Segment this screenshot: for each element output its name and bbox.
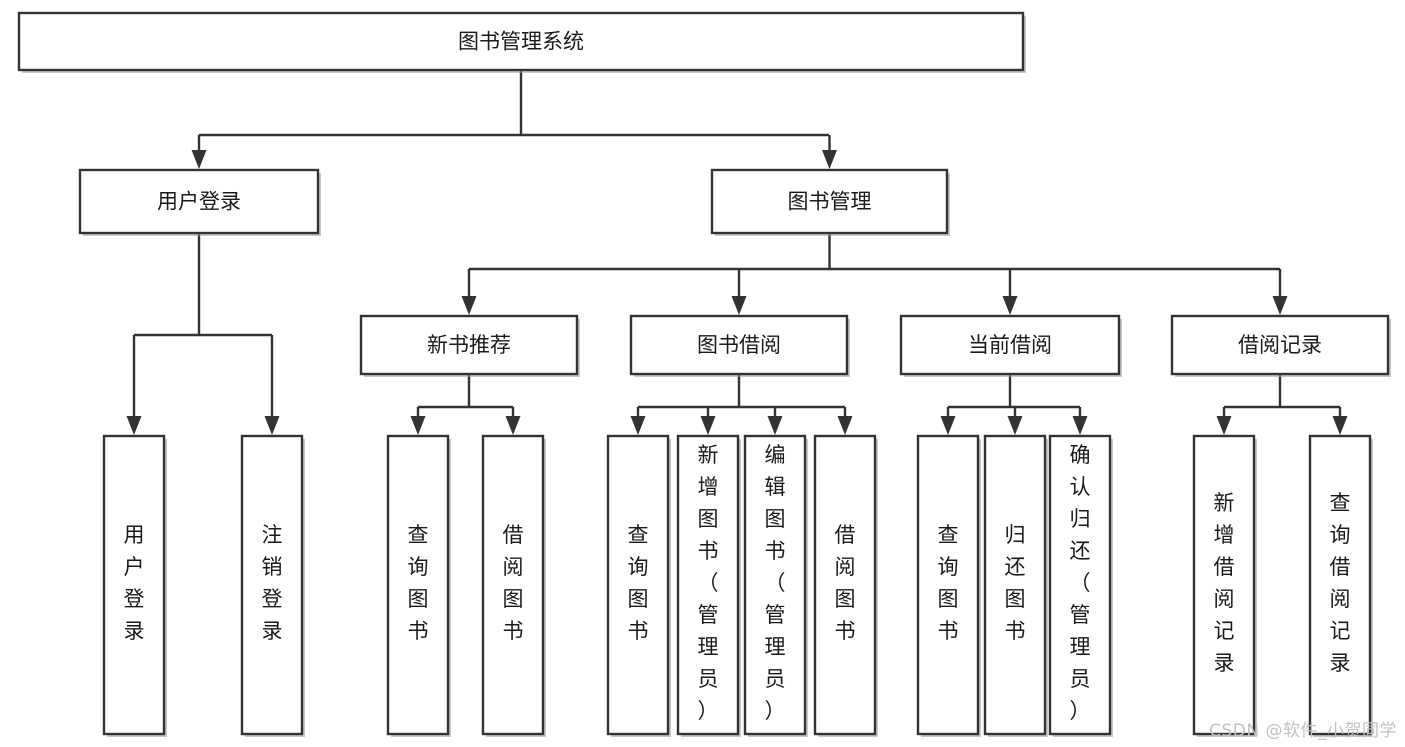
- node-label: 新书推荐: [427, 333, 511, 357]
- node-box: [1048, 434, 1112, 736]
- node-box: [710, 168, 949, 235]
- edge-new_book_rec-to-leaf_query_book_1: [410, 407, 426, 435]
- edge-user_login-to-leaf_user_logout: [264, 335, 280, 435]
- node-leaf_user_logout[interactable]: 注销登录: [240, 434, 305, 737]
- node-book_borrow[interactable]: 图书借阅: [629, 314, 850, 377]
- edge-book_mgmt-to-new_book_rec: [461, 269, 477, 315]
- edge-book_borrow-to-leaf_add_book: [700, 407, 716, 435]
- node-box: [1308, 434, 1372, 736]
- node-label: 用户登录: [157, 190, 241, 214]
- node-label: 图书管理: [788, 190, 872, 214]
- node-leaf_return_book[interactable]: 归还图书: [983, 434, 1048, 737]
- node-leaf_add_record[interactable]: 新增借阅记录: [1192, 434, 1257, 737]
- node-label: 新增借阅记录: [1214, 491, 1235, 675]
- edge-borrow_record-to-leaf_query_record: [1332, 407, 1348, 435]
- node-label: 借阅图书: [835, 523, 856, 643]
- node-new_book_rec[interactable]: 新书推荐: [359, 314, 580, 377]
- node-box: [606, 434, 670, 736]
- node-leaf_add_book[interactable]: 新增图书（管理员）: [676, 434, 741, 737]
- edge-borrow_record-to-leaf_add_record: [1216, 407, 1232, 435]
- node-leaf_borrow_book_2[interactable]: 借阅图书: [813, 434, 878, 737]
- edge-book_mgmt-to-current_borrow: [1002, 269, 1018, 315]
- edge-book_mgmt-to-book_borrow: [731, 269, 747, 315]
- node-leaf_edit_book[interactable]: 编辑图书（管理员）: [743, 434, 808, 737]
- nodes-layer: 图书管理系统用户登录图书管理新书推荐图书借阅当前借阅借阅记录用户登录注销登录查询…: [17, 11, 1391, 737]
- node-label: 新增图书（管理员）: [698, 443, 719, 723]
- node-label: 借阅记录: [1238, 333, 1322, 357]
- node-root[interactable]: 图书管理系统: [17, 11, 1026, 73]
- node-box: [983, 434, 1047, 736]
- node-label: 图书借阅: [697, 333, 781, 357]
- node-box: [359, 314, 579, 376]
- node-leaf_confirm_ret[interactable]: 确认归还（管理员）: [1048, 434, 1113, 737]
- node-label: 借阅图书: [503, 523, 524, 643]
- node-leaf_query_book_2[interactable]: 查询图书: [606, 434, 671, 737]
- node-box: [102, 434, 166, 736]
- node-box: [1170, 314, 1390, 376]
- node-leaf_query_record[interactable]: 查询借阅记录: [1308, 434, 1373, 737]
- node-box: [676, 434, 740, 736]
- edge-new_book_rec-to-leaf_borrow_book_1: [505, 407, 521, 435]
- edge-root-to-user_login: [191, 135, 207, 169]
- edge-book_borrow-to-leaf_query_book_2: [630, 407, 646, 435]
- node-box: [629, 314, 849, 376]
- node-label: 查询借阅记录: [1330, 491, 1351, 675]
- node-leaf_query_book_1[interactable]: 查询图书: [386, 434, 451, 737]
- node-box: [743, 434, 807, 736]
- node-leaf_borrow_book_1[interactable]: 借阅图书: [481, 434, 546, 737]
- node-box: [386, 434, 450, 736]
- node-leaf_query_book_3[interactable]: 查询图书: [916, 434, 981, 737]
- node-current_borrow[interactable]: 当前借阅: [899, 314, 1122, 377]
- edge-user_login-to-leaf_user_login: [126, 335, 142, 435]
- edge-book_borrow-to-leaf_edit_book: [767, 407, 783, 435]
- node-label: 编辑图书（管理员）: [765, 443, 786, 723]
- edge-current_borrow-to-leaf_return_book: [1007, 407, 1023, 435]
- node-box: [17, 11, 1025, 72]
- node-label: 用户登录: [124, 523, 145, 643]
- node-label: 当前借阅: [968, 333, 1052, 357]
- node-box: [240, 434, 304, 736]
- node-box: [813, 434, 877, 736]
- node-box: [916, 434, 980, 736]
- csdn-watermark: CSDN @软件_小贺同学: [1209, 721, 1397, 741]
- node-label: 查询图书: [938, 523, 959, 643]
- node-book_mgmt[interactable]: 图书管理: [710, 168, 950, 236]
- node-label: 查询图书: [408, 523, 429, 643]
- node-box: [78, 168, 320, 235]
- node-user_login[interactable]: 用户登录: [78, 168, 321, 236]
- node-box: [1192, 434, 1256, 736]
- node-box: [481, 434, 545, 736]
- edge-current_borrow-to-leaf_query_book_3: [940, 407, 956, 435]
- edge-book_mgmt-to-borrow_record: [1272, 269, 1288, 315]
- node-label: 查询图书: [628, 523, 649, 643]
- node-label: 注销登录: [262, 523, 283, 643]
- edge-current_borrow-to-leaf_confirm_ret: [1072, 407, 1088, 435]
- node-label: 归还图书: [1005, 523, 1026, 643]
- node-label: 确认归还（管理员）: [1070, 443, 1091, 723]
- node-box: [899, 314, 1121, 376]
- node-borrow_record[interactable]: 借阅记录: [1170, 314, 1391, 377]
- edges-layer: [126, 70, 1348, 435]
- node-leaf_user_login[interactable]: 用户登录: [102, 434, 167, 737]
- edge-book_borrow-to-leaf_borrow_book_2: [837, 407, 853, 435]
- edge-root-to-book_mgmt: [822, 135, 837, 169]
- node-label: 图书管理系统: [458, 30, 584, 54]
